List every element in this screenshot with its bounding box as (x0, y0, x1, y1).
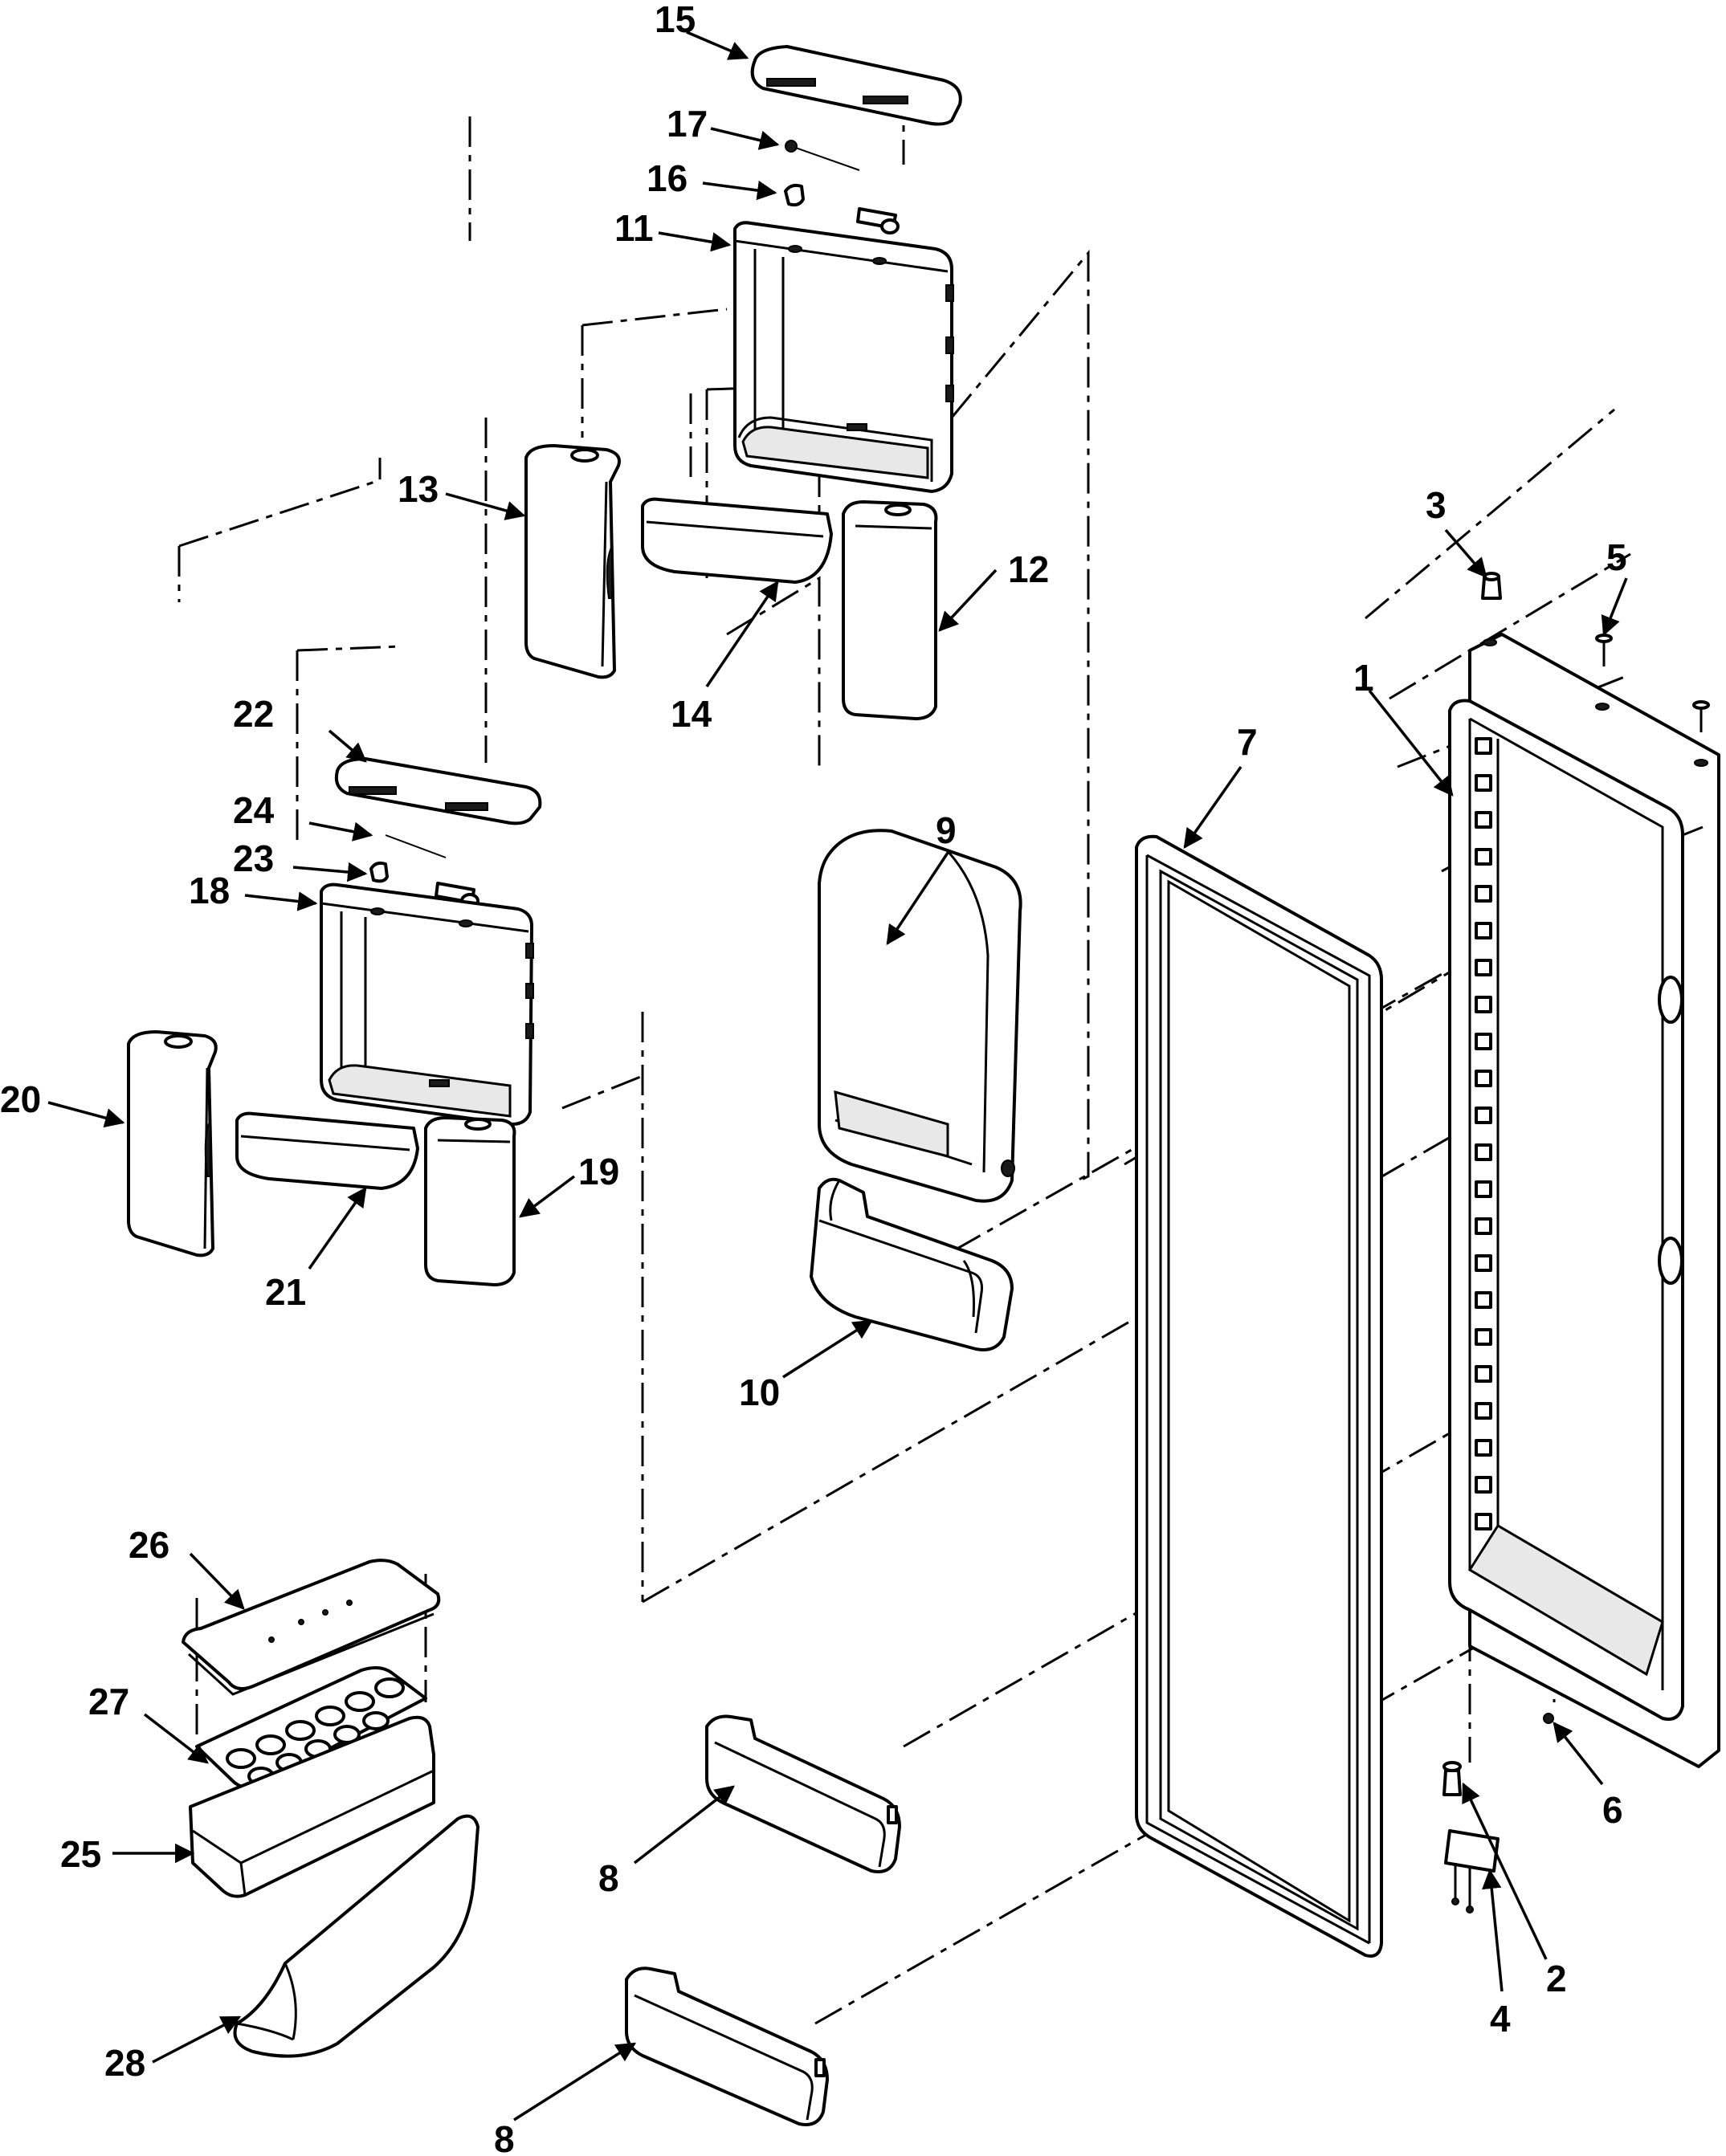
callout-1: 1 (1353, 657, 1374, 699)
part-1-door (1448, 633, 1720, 1768)
callout-3: 3 (1426, 484, 1446, 526)
part-10-dairy-tray (810, 1177, 1014, 1351)
callout-12: 12 (1008, 548, 1049, 590)
callout-labels: 15 17 16 11 13 12 14 22 24 23 18 20 19 2… (0, 0, 1627, 2156)
callout-20: 20 (0, 1078, 41, 1120)
part-18-bin-frame (320, 882, 534, 1126)
part-26-egg-lid (182, 1559, 441, 1696)
callout-8-lower: 8 (494, 2118, 515, 2156)
part-6-plug (1543, 1713, 1554, 1724)
callout-4: 4 (1490, 1998, 1511, 2040)
part-13-end-cap (524, 444, 621, 679)
callout-6: 6 (1602, 1789, 1623, 1831)
part-11-bin-frame (733, 221, 954, 493)
callout-9: 9 (936, 809, 957, 851)
callout-19: 19 (578, 1151, 619, 1192)
callout-11: 11 (614, 207, 654, 249)
callout-13: 13 (398, 468, 439, 510)
part-25-egg-bin (189, 1715, 435, 1898)
callout-7: 7 (1237, 721, 1258, 763)
part-8-door-bin-upper (705, 1714, 901, 1873)
callout-17: 17 (667, 103, 708, 145)
part-16-17-pins (784, 140, 900, 234)
callout-23: 23 (233, 838, 274, 879)
part-8-door-bin-lower (625, 1966, 829, 2126)
callout-27: 27 (88, 1681, 129, 1722)
part-15-cover (750, 45, 962, 126)
callout-26: 26 (129, 1524, 169, 1566)
callout-8-upper: 8 (598, 1857, 619, 1899)
callout-16: 16 (647, 157, 688, 199)
part-27-egg-tray (195, 1665, 427, 1790)
part-20-end-cap (127, 1030, 218, 1257)
part-19-end-cap (424, 1116, 516, 1286)
part-3-5-screws (1481, 572, 1710, 767)
part-7-gasket (1135, 834, 1383, 1958)
callout-leaders (47, 31, 1628, 2121)
callout-15: 15 (655, 0, 696, 40)
part-9-dairy-door (818, 829, 1022, 1203)
callout-28: 28 (104, 2042, 145, 2084)
callout-22: 22 (233, 693, 274, 735)
part-2-hinge-pin (1442, 1761, 1462, 1796)
part-14-tray (641, 497, 833, 584)
part-21-tray (235, 1111, 419, 1190)
callout-5: 5 (1606, 536, 1627, 578)
door-shelf-notches (1475, 737, 1492, 1530)
part-12-end-cap (842, 500, 938, 720)
callout-25: 25 (60, 1833, 101, 1875)
callout-14: 14 (671, 693, 712, 735)
callout-24: 24 (233, 789, 275, 831)
callout-10: 10 (739, 1371, 780, 1413)
part-22-cover (334, 757, 542, 825)
callout-18: 18 (189, 870, 230, 911)
callout-2: 2 (1546, 1958, 1567, 1999)
callout-21: 21 (265, 1271, 306, 1313)
